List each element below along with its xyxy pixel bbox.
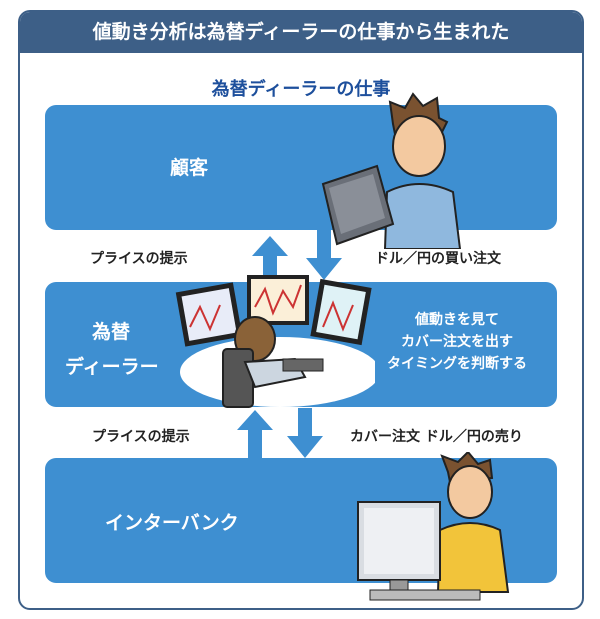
dealer-trading-illustration [175,275,375,408]
customer-person-illustration [321,92,462,249]
desc-line: カバー注文を出す [401,334,513,350]
dealer-label-line1: 為替 [92,321,131,343]
interbank-label: インターバンク [105,512,239,534]
diagram-frame: 値動き分析は為替ディーラーの仕事から生まれた 為替ディーラーの仕事 顧客 為替 … [18,10,584,610]
flow-label-sell-order: カバー注文 ドル／円の売り [350,429,523,445]
customer-label: 顧客 [170,157,209,179]
desc-line: タイミングを判断する [387,356,527,372]
diagram-subtitle: 為替ディーラーの仕事 [211,79,391,100]
arrow-down-icon [306,230,342,280]
dealer-label-line2: ディーラー [65,356,159,378]
dealer-description: 値動きを見て カバー注文を出す タイミングを判断する [367,309,547,375]
desc-line: 値動きを見て [415,312,499,328]
flow-label-price-lower: プライスの提示 [92,429,190,445]
interbank-person-illustration [357,452,510,601]
arrow-down-icon [287,408,323,458]
flow-label-price-upper: プライスの提示 [90,251,188,267]
diagram-title: 値動き分析は為替ディーラーの仕事から生まれた [20,12,582,53]
arrow-up-icon [237,410,273,460]
flow-label-buy-order: ドル／円の買い注文 [375,251,501,267]
arrow-up-icon [252,236,288,284]
customer-box: 顧客 [45,105,557,230]
